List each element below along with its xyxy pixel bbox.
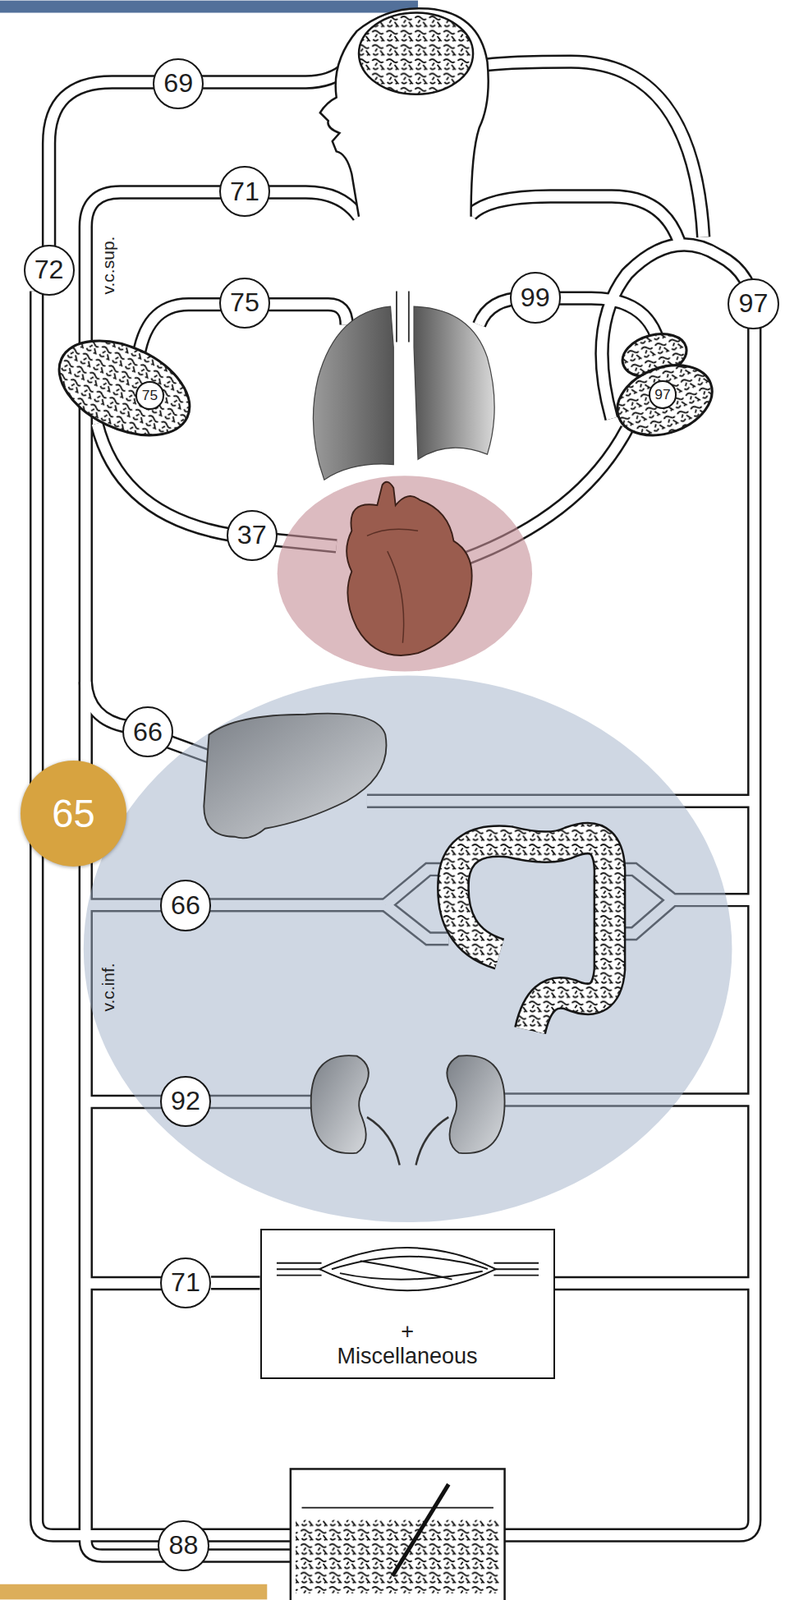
- kidneys: [311, 1055, 369, 1153]
- vessel-lumen: [471, 196, 680, 242]
- vessel-label: v.c.inf.: [98, 962, 119, 1011]
- callout-number: 37: [237, 520, 267, 551]
- saturation-circle: 92: [160, 1075, 212, 1127]
- saturation-circle: 97: [727, 278, 779, 330]
- callout-number: 75: [229, 288, 260, 318]
- colon: [453, 838, 611, 1031]
- heart: [367, 528, 418, 643]
- abdomen-highlight: [83, 675, 733, 1222]
- liver: [203, 713, 386, 839]
- vessel-outline: [85, 1276, 169, 1290]
- saturation-circle: 69: [152, 58, 204, 110]
- skin-box: [302, 1506, 494, 1509]
- skin-box: [290, 1468, 505, 1600]
- callout-number: 66: [170, 890, 201, 921]
- saturation-circle: 72: [23, 244, 75, 296]
- head-figure: [358, 13, 473, 95]
- colon: [453, 838, 611, 1031]
- kidneys: [367, 1116, 449, 1165]
- lungs: [312, 306, 394, 480]
- heart-chambers: [607, 353, 722, 448]
- lungs: [396, 290, 409, 342]
- highlight-value-circle: 65: [20, 760, 127, 867]
- saturation-circle: 37: [226, 509, 278, 561]
- vessel-lumen: [36, 61, 755, 1556]
- saturation-circle: 66: [160, 879, 212, 931]
- vessel-lumen: [538, 1277, 755, 1288]
- callout-number: 92: [170, 1086, 201, 1116]
- callout-number: 75: [142, 387, 158, 404]
- saturation-circle: 99: [509, 271, 561, 323]
- heart: [346, 482, 473, 656]
- vessel-connector: [211, 1281, 261, 1283]
- callout-number: 71: [229, 177, 260, 207]
- top-bar: [0, 0, 418, 14]
- vessel-lumen: [471, 61, 704, 238]
- heart-chambers: [44, 321, 722, 455]
- bottom-bar: [0, 1583, 267, 1600]
- vessel-outline: [36, 61, 755, 1556]
- skin-box: [295, 1519, 500, 1593]
- vessel-outline: [538, 1276, 755, 1290]
- callout-number: 72: [34, 255, 65, 285]
- vessel-lumen: [85, 1277, 169, 1288]
- lungs: [413, 306, 495, 460]
- callout-number: 71: [170, 1267, 201, 1298]
- skin-box: [290, 1468, 505, 1600]
- callout-number: 99: [520, 283, 551, 313]
- saturation-circle: 71: [219, 165, 271, 217]
- callout-number: 97: [739, 289, 769, 319]
- callout-number: 66: [133, 717, 163, 748]
- head-figure: [320, 8, 489, 217]
- lungs: [312, 290, 495, 480]
- heart: [346, 482, 473, 656]
- skin-box: [392, 1483, 449, 1576]
- callout-number: 65: [51, 792, 95, 836]
- heart-highlight: [277, 475, 533, 671]
- kidneys: [446, 1055, 505, 1153]
- saturation-circle: 75: [219, 277, 271, 329]
- saturation-circle: 88: [157, 1519, 209, 1571]
- heart-chambers: [44, 321, 205, 455]
- vessel-connector: [211, 1277, 261, 1288]
- vessel-outline: [471, 196, 680, 242]
- saturation-circle: 71: [160, 1257, 212, 1309]
- tissue-label: Miscellaneous: [261, 1344, 554, 1369]
- head-figure: [320, 8, 489, 217]
- callout-number: 97: [654, 386, 671, 403]
- colon: [453, 838, 611, 1031]
- saturation-circle: 75: [135, 381, 165, 410]
- tissue-box: +Miscellaneous: [260, 1228, 556, 1379]
- vessel-label: v.c.sup.: [98, 235, 119, 294]
- tissue-label: +: [261, 1319, 554, 1345]
- kidneys: [311, 1055, 505, 1165]
- vessel-connector: [211, 1275, 261, 1290]
- callout-number: 69: [163, 68, 193, 99]
- muscle-symbol: [276, 1247, 539, 1290]
- callout-number: 88: [169, 1530, 199, 1561]
- saturation-circle: 66: [122, 706, 174, 758]
- saturation-circle: 97: [648, 380, 678, 409]
